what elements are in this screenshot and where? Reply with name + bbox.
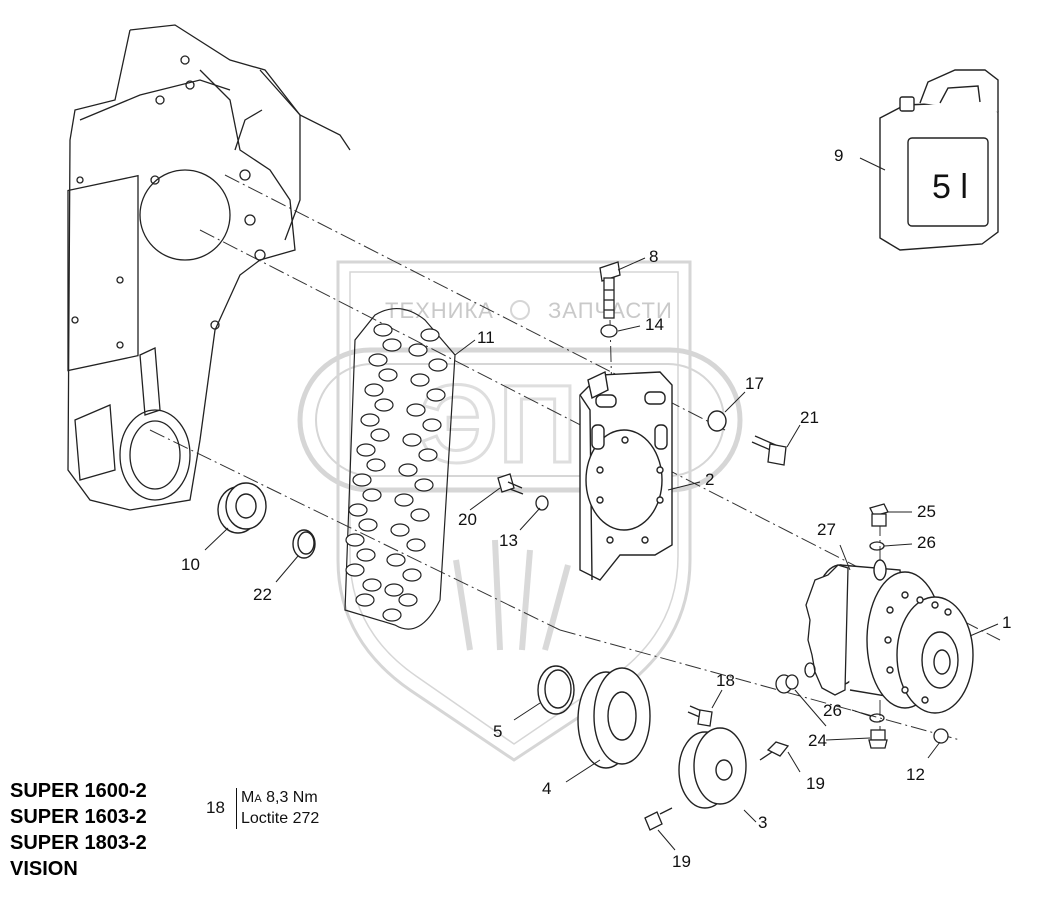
torque-note-box: MA 8,3 Nm Loctite 272: [236, 788, 319, 829]
callout-17: 17: [745, 374, 764, 393]
washer-17: [707, 410, 727, 432]
callout-5: 5: [493, 722, 502, 741]
nut-12: [933, 728, 949, 744]
canister-label: 5 l: [932, 168, 968, 206]
callout-18-part: 18: [716, 671, 735, 690]
callout-25: 25: [917, 502, 936, 521]
callout-9: 9: [834, 146, 843, 165]
torque-prefix: M: [241, 789, 255, 806]
hub-3: [678, 727, 747, 809]
seal-26-side: [804, 662, 816, 678]
callout-10: 10: [181, 555, 200, 574]
callout-11: 11: [477, 328, 495, 347]
plug-25: [869, 503, 889, 527]
seal-26-lower: [869, 713, 885, 723]
bolt-20: [497, 473, 524, 495]
callout-26-bottom: 26: [823, 701, 842, 720]
bracket-plate: [579, 370, 673, 581]
model-name: SUPER 1600-2: [10, 780, 147, 802]
ring-5: [537, 665, 575, 715]
housing-frame: [67, 24, 351, 511]
torque-value: 8,3 Nm: [261, 789, 318, 806]
callout-24: 24: [808, 731, 827, 750]
callout-numbers: 8 14 11 17 21 2 20 13 9 10 22 25 26 27 1…: [181, 146, 1011, 871]
callout-4: 4: [542, 779, 551, 798]
bolt-18: [687, 705, 713, 727]
bearing-10: [217, 482, 267, 534]
callout-2: 2: [705, 470, 714, 489]
bolt-21: [751, 435, 787, 466]
wheat-icon: [453, 539, 571, 651]
circlip-22: [292, 529, 316, 559]
leader-lines: [204, 157, 999, 851]
bolt-8: [599, 261, 621, 319]
sprocket-27: [805, 564, 849, 696]
watermark-word-left: ТЕХНИКА: [385, 298, 494, 323]
model-name: SUPER 1803-2: [10, 832, 147, 854]
oil-canister: 5 l: [879, 69, 999, 251]
washer-14: [600, 324, 618, 338]
callout-19-bottom: 19: [672, 852, 691, 871]
torque-note-ref: 18: [206, 798, 225, 817]
callout-14: 14: [645, 315, 664, 334]
gear-icon: [510, 300, 530, 320]
bolt-19-upper: [759, 741, 790, 761]
callout-22: 22: [253, 585, 272, 604]
bolt-19-lower: [644, 807, 673, 831]
seal-26-upper: [869, 541, 885, 551]
model-name: SUPER 1603-2: [10, 806, 147, 828]
callout-27: 27: [817, 520, 836, 539]
roller-chain: [344, 308, 456, 630]
callout-3: 3: [758, 813, 767, 832]
callout-1: 1: [1002, 613, 1011, 632]
cover-4: [577, 667, 651, 769]
callout-8: 8: [649, 247, 658, 266]
callout-26-top: 26: [917, 533, 936, 552]
callout-19-right: 19: [806, 774, 825, 793]
model-name: VISION: [10, 858, 78, 880]
threadlocker-spec: Loctite 272: [241, 810, 320, 827]
plug-24: [868, 729, 888, 749]
torque-spec: MA 8,3 Nm: [241, 788, 319, 809]
callout-20: 20: [458, 510, 477, 529]
callout-13: 13: [499, 531, 518, 550]
torque-subscript: A: [254, 793, 262, 805]
callout-21: 21: [800, 408, 819, 427]
callout-12: 12: [906, 765, 925, 784]
washer-13: [535, 495, 549, 511]
model-list: SUPER 1600-2 SUPER 1603-2 SUPER 1803-2 V…: [10, 778, 147, 882]
plug-24-side: [775, 674, 799, 694]
